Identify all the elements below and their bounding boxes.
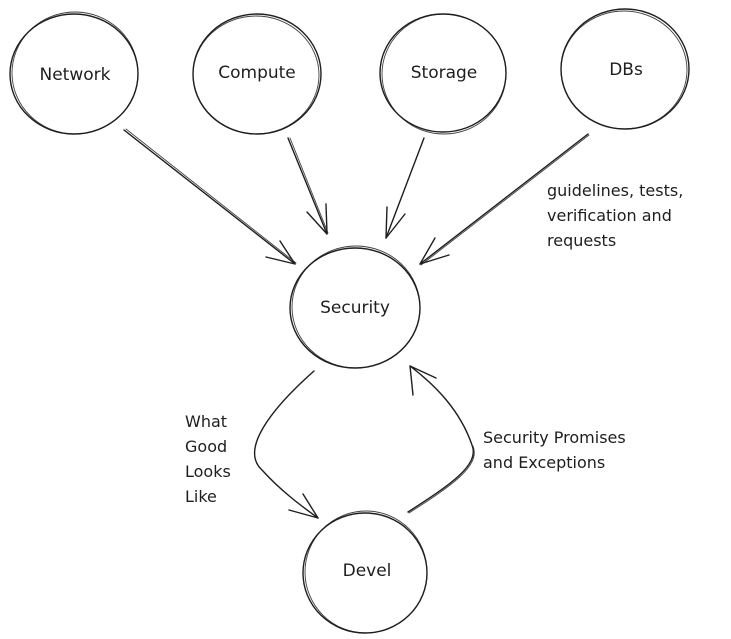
arrowhead	[385, 206, 406, 239]
node-label-security: Security	[320, 298, 390, 318]
edge-storage-to-security	[385, 137, 425, 239]
arrowhead	[288, 493, 319, 519]
node-storage	[379, 13, 507, 135]
node-label-devel: Devel	[342, 561, 392, 581]
edge-label-dbs-security: guidelines, tests, verification and requ…	[547, 181, 684, 250]
arrowhead	[306, 203, 328, 235]
node-label-compute: Compute	[218, 63, 296, 83]
edge-network-to-security	[123, 128, 297, 265]
edge-compute-to-security	[287, 137, 329, 235]
edge-label-devel-security: Security Promises and Exceptions	[483, 428, 626, 472]
node-security	[289, 245, 421, 369]
node-devel	[302, 510, 428, 634]
node-compute	[192, 13, 322, 135]
edge-label-security-devel: What Good Looks Like	[185, 412, 231, 506]
arrowhead	[265, 240, 296, 265]
edge-devel-to-security	[407, 365, 475, 514]
edge-security-to-devel	[253, 370, 319, 519]
arrowhead	[409, 365, 437, 396]
arrowhead	[419, 237, 450, 265]
node-dbs	[560, 8, 690, 130]
edge-dbs-to-security	[419, 133, 590, 266]
node-label-storage: Storage	[410, 63, 478, 83]
node-label-network: Network	[39, 65, 111, 85]
node-network	[9, 11, 139, 135]
node-label-dbs: DBs	[609, 60, 643, 80]
